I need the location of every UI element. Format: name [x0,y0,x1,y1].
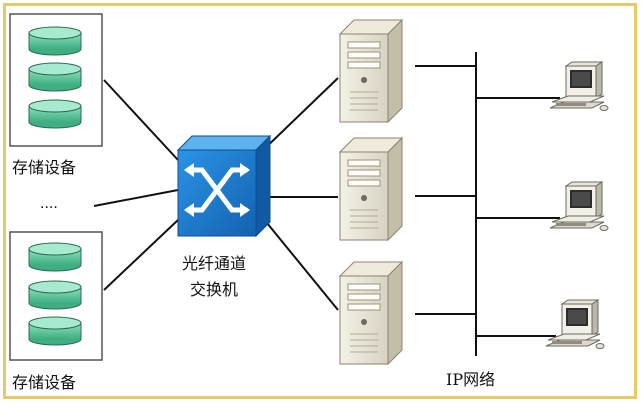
links [93,52,560,356]
storage-disk-icon [28,26,82,56]
storage-disk-icon [28,62,82,92]
diagram-frame [3,3,637,399]
network-label: IP网络 [446,370,496,389]
server-icon [339,19,403,123]
workstation-icon [549,61,609,111]
storage-disk-icon [28,99,82,129]
storage-label-top: 存储设备 [12,158,77,177]
storage-disk-icon [28,280,82,310]
fc-switch-icon [176,134,272,238]
server-icon [339,137,403,241]
switch-label-line1: 光纤通道 [182,254,247,273]
storage-group-top [9,13,103,147]
server-icon [339,261,403,365]
storage-group-bottom [9,231,103,361]
storage-label-bottom: 存储设备 [12,373,77,392]
workstation-icon [549,181,609,231]
storage-disk-icon [28,242,82,272]
ellipsis-label: .... [40,196,58,212]
switch-label-line2: 交换机 [190,280,239,299]
workstation-icon [545,299,605,349]
storage-disk-icon [28,316,82,346]
